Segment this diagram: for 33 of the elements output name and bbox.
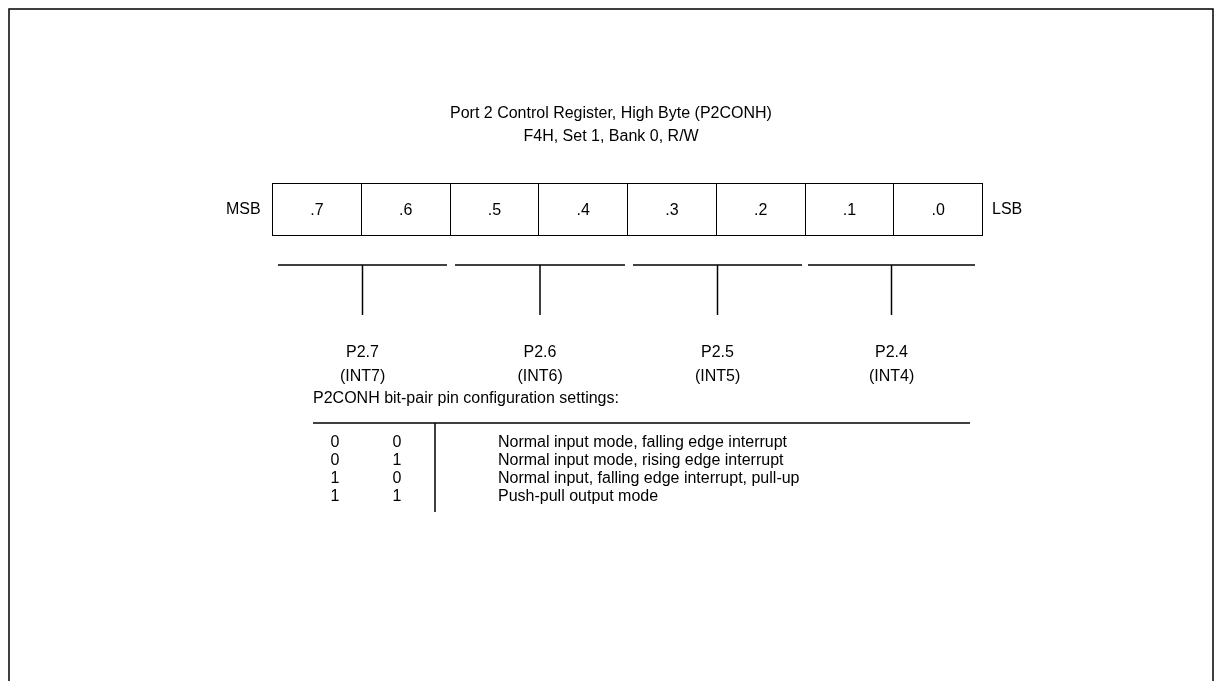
pin-function: (INT7) [340,367,386,385]
pin-function: (INT4) [869,367,915,385]
bit-cell: .0 [893,183,983,236]
table-cell: 1 [392,451,402,469]
table-cell: 1 [330,469,340,487]
bit-cell: .7 [272,183,362,236]
bit-cell: .1 [804,183,895,236]
table-cell: Normal input, falling edge interrupt, pull-up [498,469,800,487]
pin-name: P2.5 [701,343,734,361]
bit-cell: .3 [627,183,717,236]
bit-cell: .5 [449,183,540,236]
register-address-note: F4H, Set 1, Bank 0, R/W [523,127,699,145]
pin-name: P2.4 [875,343,908,361]
table-cell: 0 [392,433,402,451]
bit-order-label: LSB [992,200,1023,218]
table-cell: 1 [392,487,402,505]
table-heading: P2CONH bit-pair pin configuration settings: [313,389,619,407]
table-cell: 0 [330,433,340,451]
pin-function: (INT5) [695,367,741,385]
bit-cell: .4 [538,183,628,236]
table-cell: Push-pull output mode [498,487,659,505]
pin-name: P2.6 [523,343,557,361]
table-cell: Normal input mode, rising edge interrupt [498,451,784,469]
bit-cell: .2 [715,183,806,236]
table-cell: 1 [330,487,340,505]
bit-order-label: MSB [226,200,261,218]
bit-cell: .6 [360,183,451,236]
table-cell: 0 [392,469,402,487]
pin-name: P2.7 [346,343,379,361]
title: Port 2 Control Register, High Byte (P2CONH) [450,104,772,122]
table-cell: 0 [330,451,340,469]
pin-function: (INT6) [517,367,563,385]
table-cell: Normal input mode, falling edge interrupt [498,433,788,451]
